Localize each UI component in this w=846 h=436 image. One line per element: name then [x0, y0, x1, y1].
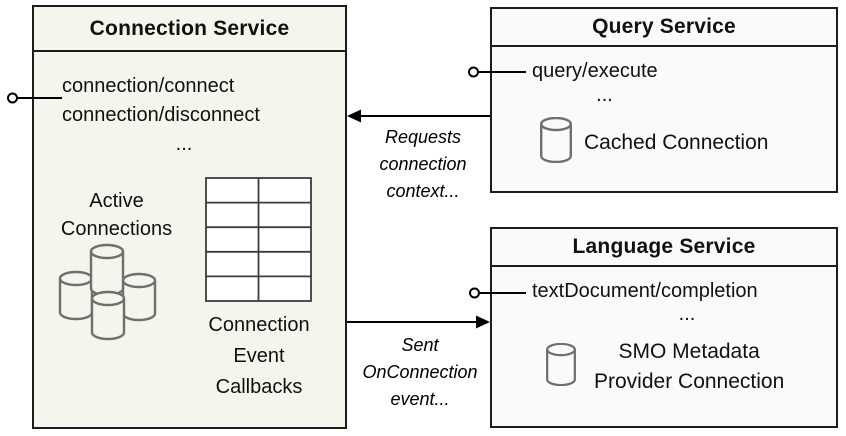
query-service-header: Query Service — [492, 9, 836, 47]
table-grid-icon — [205, 177, 312, 307]
connection-service-title: Connection Service — [89, 16, 290, 40]
language-service-header: Language Service — [492, 229, 836, 267]
language-methods-ellipsis: ... — [678, 303, 696, 325]
sent-onconnection-event-label: Sent OnConnection event... — [362, 335, 478, 409]
database-icon — [546, 342, 576, 391]
method-connection-disconnect: connection/disconnect — [62, 104, 260, 126]
connection-service-box: Connection Service connection/connect co… — [32, 5, 347, 429]
smo-metadata-connection-item: SMO Metadata Provider Connection — [546, 337, 784, 397]
active-connections-label: Active Connections — [60, 190, 173, 240]
query-methods-ellipsis: ... — [596, 84, 613, 106]
connection-service-methods: connection/connect connection/disconnect… — [62, 72, 306, 159]
database-cluster-icon — [54, 242, 159, 347]
database-icon — [539, 116, 573, 168]
smo-metadata-connection-label: SMO Metadata Provider Connection — [594, 340, 785, 393]
method-query-execute: query/execute — [532, 60, 658, 82]
methods-ellipsis: ... — [175, 133, 193, 155]
connection-event-callbacks-label: Connection Event Callbacks — [208, 314, 310, 398]
cached-connection-item: Cached Connection — [539, 116, 769, 168]
sent-onconnection-arrow — [347, 315, 490, 329]
language-service-title: Language Service — [572, 235, 756, 258]
method-textdocument-completion: textDocument/completion — [532, 280, 758, 302]
cached-connection-label: Cached Connection — [584, 130, 769, 154]
query-service-title: Query Service — [592, 15, 736, 38]
language-service-box: Language Service textDocument/completion… — [490, 227, 838, 428]
requests-connection-arrow — [347, 109, 490, 123]
query-service-box: Query Service query/execute ... Cached C… — [490, 7, 838, 193]
requests-connection-context-label: Requests connection context... — [379, 127, 467, 201]
connection-service-header: Connection Service — [34, 7, 345, 52]
method-connection-connect: connection/connect — [62, 75, 235, 97]
